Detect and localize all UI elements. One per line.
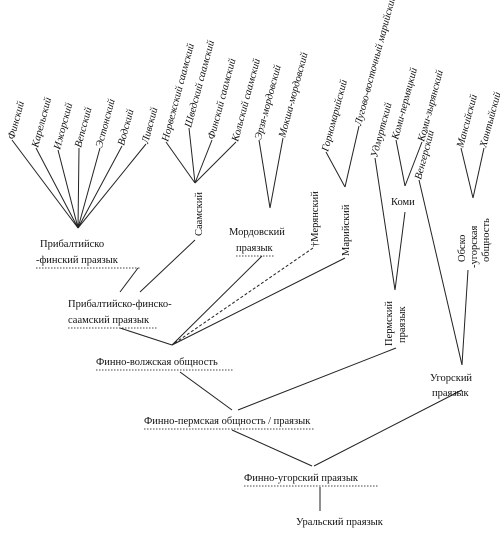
node-bfs-line2: саамский праязык	[68, 315, 150, 326]
leaf-mari-hill: Горномарийский	[320, 78, 350, 154]
node-sami: Саамский	[194, 192, 205, 236]
leaf-finnish: Финский	[6, 100, 27, 141]
node-bfs-line1: Прибалтийско-финско-	[68, 299, 172, 310]
leaf-mansi: Мансийский	[455, 93, 480, 150]
node-mordvin-line2: праязык	[236, 243, 274, 254]
node-baltic-finnic-line1: Прибалтийско	[40, 239, 104, 250]
node-permic-line2: праязык	[397, 305, 408, 343]
tree-edges	[11, 125, 485, 511]
node-ob-ugric-line3: общность	[481, 218, 492, 262]
node-merya: †Мерянский	[310, 191, 321, 247]
leaf-komi-permyak: Коми-пермяцкий	[390, 66, 420, 142]
node-mordvin-line1: Мордовский	[229, 227, 285, 238]
leaf-votic: Водский	[116, 108, 136, 147]
node-ob-ugric-line1: Обско	[457, 235, 468, 262]
node-uralic: Уральский праязык	[296, 517, 384, 528]
node-ugric-line1: Угорский	[430, 373, 472, 384]
node-ugric-line2: праязык	[432, 388, 470, 399]
leaf-livonian: Ливский	[140, 106, 161, 146]
node-finno-permic: Финно-пермская общность / праязык	[144, 416, 311, 427]
node-finno-volgaic: Финно-волжская общность	[96, 357, 218, 368]
leaf-moksha: Мокша-мордовский	[277, 51, 311, 140]
leaf-estonian: Эстонский	[94, 97, 118, 149]
leaf-veps: Вепсский	[73, 106, 94, 149]
leaf-labels: Финский Карельский Ижорский Вепсский Эст…	[6, 0, 500, 181]
node-finno-ugric: Финно-угорский праязык	[244, 473, 359, 484]
node-labels: Прибалтийско -финский праязык Саамский М…	[36, 191, 492, 528]
leaf-khanty: Хантыйский	[478, 90, 500, 149]
node-baltic-finnic-line2: -финский праязык	[36, 255, 119, 266]
node-ob-ugric-line2: -угорская	[469, 225, 480, 268]
leaf-udmurt: Удмуртский	[369, 101, 394, 159]
node-mari: Марийский	[341, 204, 352, 256]
leaf-izhorian: Ижорский	[52, 101, 75, 152]
node-komi: Коми	[391, 197, 415, 208]
node-permic-line1: Пермский	[384, 301, 395, 346]
leaf-karelian: Карельский	[30, 96, 54, 150]
